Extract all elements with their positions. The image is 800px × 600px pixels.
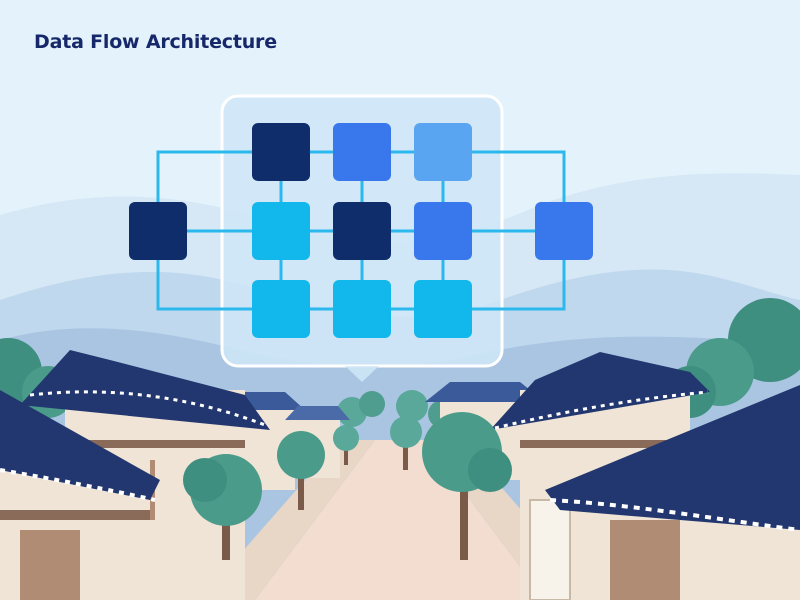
diagram-panel-pointer	[345, 366, 379, 382]
page-title: Data Flow Architecture	[34, 31, 277, 53]
node-grid-r1-c1	[252, 123, 310, 181]
node-grid-r3-c2	[333, 280, 391, 338]
node-grid-r3-c3	[414, 280, 472, 338]
node-grid-r1-c2	[333, 123, 391, 181]
road	[255, 440, 545, 600]
street-tree-right-large	[422, 412, 512, 560]
node-grid-r3-c1	[252, 280, 310, 338]
street-tree-left-large	[183, 454, 262, 560]
node-grid-r2-c1	[252, 202, 310, 260]
street-tree-left-far	[333, 425, 359, 465]
node-input	[129, 202, 187, 260]
house-right-front	[545, 385, 800, 600]
node-grid-r2-c3	[414, 202, 472, 260]
node-grid-r1-c3	[414, 123, 472, 181]
street-tree-right-far	[390, 416, 422, 470]
node-grid-r2-c2	[333, 202, 391, 260]
diagram-nodes	[129, 123, 593, 338]
house-left-front	[0, 390, 160, 600]
street-tree-left-small	[277, 431, 325, 510]
node-output	[535, 202, 593, 260]
